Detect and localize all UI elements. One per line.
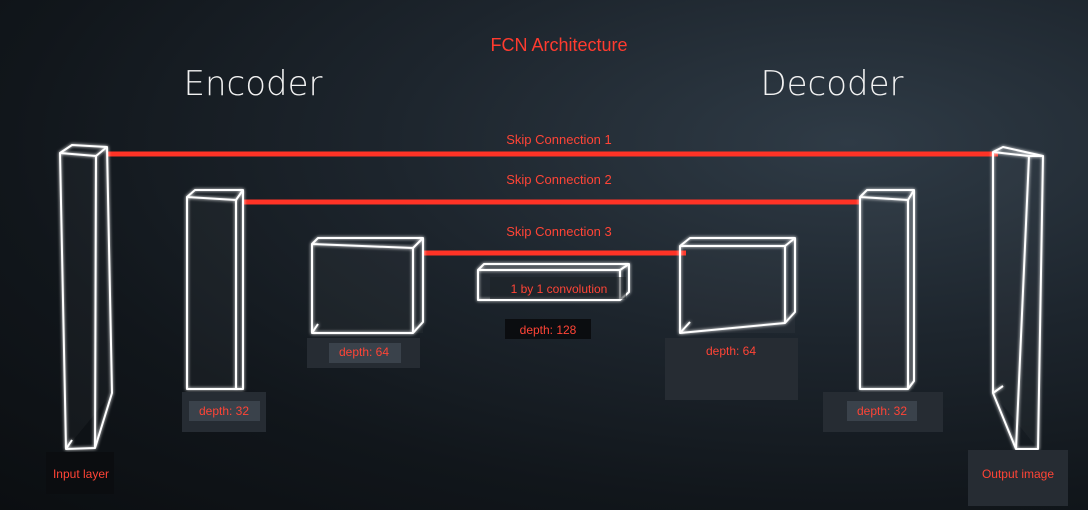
conv-1x1-label: 1 by 1 convolution	[511, 282, 608, 296]
encoder-block-1-tag: depth: 32	[182, 392, 266, 432]
output-layer-block	[992, 146, 1044, 450]
decoder-heading: Decoder	[760, 64, 903, 104]
encoder-block-2-tag: depth: 64	[307, 338, 420, 368]
decoder-block-2	[859, 189, 915, 390]
input-layer-tag: Input layer	[46, 452, 114, 494]
diagram-title: FCN Architecture	[490, 35, 627, 55]
encoder-block-1	[186, 189, 244, 390]
input-layer-block	[59, 144, 113, 450]
encoder-heading: Encoder	[183, 64, 322, 104]
decoder-block-2-tag: depth: 32	[823, 392, 943, 432]
output-layer-tag: Output image	[968, 450, 1068, 506]
encoder-block-2-depth-label: depth: 64	[339, 345, 389, 359]
skip-connection-2-label: Skip Connection 2	[506, 172, 612, 187]
encoder-block-2	[311, 237, 424, 334]
conv-1x1-depth-label: depth: 128	[520, 323, 577, 337]
encoder-block-1-depth-label: depth: 32	[199, 404, 249, 418]
decoder-block-1-tag: depth: 64	[665, 338, 798, 400]
skip-connection-1-label: Skip Connection 1	[506, 132, 612, 147]
decoder-block-2-depth-label: depth: 32	[857, 404, 907, 418]
output-layer-label: Output image	[982, 467, 1054, 481]
input-layer-label: Input layer	[53, 467, 109, 481]
decoder-block-1-depth-label: depth: 64	[706, 344, 756, 358]
conv-1x1-tags: 1 by 1 convolution depth: 128	[490, 277, 626, 339]
skip-connection-3-label: Skip Connection 3	[506, 224, 612, 239]
decoder-block-1	[679, 237, 796, 334]
